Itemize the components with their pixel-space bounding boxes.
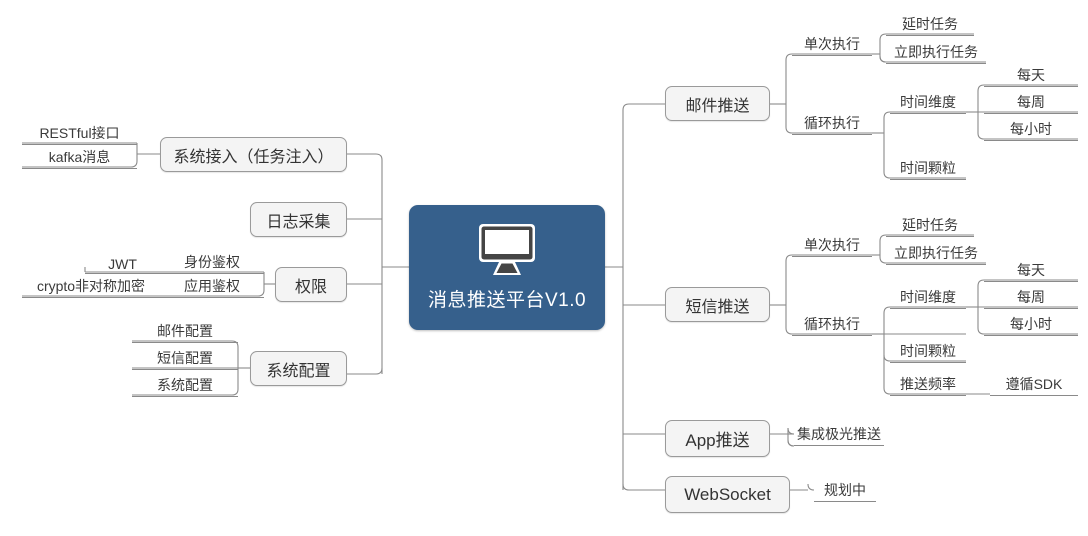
leaf-sms-weekly[interactable]: 每周 xyxy=(984,289,1078,309)
node-label: 邮件推送 xyxy=(685,97,750,115)
node-label: 短信推送 xyxy=(685,298,750,316)
leaf-sms-immediate-task[interactable]: 立即执行任务 xyxy=(886,245,986,265)
leaf-system-config[interactable]: 系统配置 xyxy=(132,377,238,397)
leaf-label: 单次执行 xyxy=(804,36,860,52)
leaf-sms-hourly[interactable]: 每小时 xyxy=(984,316,1078,336)
leaf-label: 延时任务 xyxy=(902,16,958,32)
root-label: 消息推送平台V1.0 xyxy=(427,290,587,311)
leaf-label: crypto非对称加密 xyxy=(36,278,146,294)
leaf-email-delay-task[interactable]: 延时任务 xyxy=(886,16,974,36)
leaf-email-weekly[interactable]: 每周 xyxy=(984,94,1078,114)
node-label: App推送 xyxy=(685,431,750,450)
leaf-label: kafka消息 xyxy=(48,149,111,165)
leaf-label: 循环执行 xyxy=(804,115,860,131)
leaf-label: 时间颗粒 xyxy=(900,343,956,359)
leaf-label: 系统配置 xyxy=(157,377,213,393)
monitor-icon xyxy=(479,224,535,275)
leaf-label: 时间维度 xyxy=(900,94,956,110)
leaf-label: 每周 xyxy=(1017,94,1045,110)
leaf-email-single-exec[interactable]: 单次执行 xyxy=(792,36,872,56)
leaf-jiguang-integration[interactable]: 集成极光推送 xyxy=(794,426,884,446)
node-system-access[interactable]: 系统接入（任务注入） xyxy=(160,137,347,172)
leaf-label: 循环执行 xyxy=(804,316,860,332)
leaf-label: 立即执行任务 xyxy=(894,245,978,261)
leaf-email-immediate-task[interactable]: 立即执行任务 xyxy=(886,44,986,64)
node-permission[interactable]: 权限 xyxy=(275,267,347,302)
node-log-collection[interactable]: 日志采集 xyxy=(250,202,347,237)
leaf-sms-single-exec[interactable]: 单次执行 xyxy=(792,237,872,257)
leaf-label: 每小时 xyxy=(1010,316,1052,332)
leaf-label: 每天 xyxy=(1017,262,1045,278)
node-label: 系统接入（任务注入） xyxy=(173,148,334,166)
leaf-planned[interactable]: 规划中 xyxy=(814,482,876,502)
leaf-crypto-asymmetric[interactable]: crypto非对称加密 xyxy=(22,278,160,298)
leaf-label: JWT xyxy=(108,256,137,272)
leaf-sms-time-granularity[interactable]: 时间颗粒 xyxy=(890,343,966,363)
leaf-sms-config[interactable]: 短信配置 xyxy=(132,350,238,370)
leaf-label: 单次执行 xyxy=(804,237,860,253)
node-label: 权限 xyxy=(294,278,327,296)
leaf-mail-config[interactable]: 邮件配置 xyxy=(132,323,238,343)
node-websocket[interactable]: WebSocket xyxy=(665,476,790,513)
leaf-sms-follow-sdk[interactable]: 遵循SDK xyxy=(990,376,1078,396)
leaf-email-daily[interactable]: 每天 xyxy=(984,67,1078,87)
root-node[interactable]: 消息推送平台V1.0 xyxy=(409,205,605,330)
node-sms-push[interactable]: 短信推送 xyxy=(665,287,770,322)
leaf-sms-push-frequency[interactable]: 推送频率 xyxy=(890,376,966,396)
leaf-label: 遵循SDK xyxy=(1005,376,1063,392)
node-label: 日志采集 xyxy=(266,213,331,231)
leaf-jwt[interactable]: JWT xyxy=(85,256,160,274)
leaf-app-auth[interactable]: 应用鉴权 xyxy=(160,278,264,298)
node-system-config[interactable]: 系统配置 xyxy=(250,351,347,386)
leaf-label: 身份鉴权 xyxy=(184,254,240,270)
leaf-label: 立即执行任务 xyxy=(894,44,978,60)
leaf-label: 推送频率 xyxy=(900,376,956,392)
leaf-label: 时间维度 xyxy=(900,289,956,305)
leaf-email-loop-exec[interactable]: 循环执行 xyxy=(792,115,872,135)
leaf-sms-loop-exec[interactable]: 循环执行 xyxy=(792,316,872,336)
leaf-label: 集成极光推送 xyxy=(797,426,881,442)
leaf-sms-daily[interactable]: 每天 xyxy=(984,262,1078,282)
node-label: WebSocket xyxy=(684,484,771,504)
leaf-label: 每周 xyxy=(1017,289,1045,305)
leaf-kafka-message[interactable]: kafka消息 xyxy=(22,149,137,169)
leaf-restful-api[interactable]: RESTful接口 xyxy=(22,125,137,145)
leaf-email-hourly[interactable]: 每小时 xyxy=(984,121,1078,141)
leaf-sms-time-dimension[interactable]: 时间维度 xyxy=(890,289,966,309)
leaf-email-time-granularity[interactable]: 时间颗粒 xyxy=(890,160,966,180)
node-app-push[interactable]: App推送 xyxy=(665,420,770,457)
leaf-label: 短信配置 xyxy=(157,350,213,366)
leaf-label: 邮件配置 xyxy=(157,323,213,339)
node-label: 系统配置 xyxy=(266,362,331,380)
leaf-label: RESTful接口 xyxy=(39,125,120,141)
leaf-label: 应用鉴权 xyxy=(184,278,240,294)
leaf-identity-auth[interactable]: 身份鉴权 xyxy=(160,254,264,274)
leaf-email-time-dimension[interactable]: 时间维度 xyxy=(890,94,966,114)
leaf-label: 每小时 xyxy=(1010,121,1052,137)
leaf-label: 延时任务 xyxy=(902,217,958,233)
leaf-label: 时间颗粒 xyxy=(900,160,956,176)
node-email-push[interactable]: 邮件推送 xyxy=(665,86,770,121)
leaf-sms-delay-task[interactable]: 延时任务 xyxy=(886,217,974,237)
leaf-label: 规划中 xyxy=(824,482,866,498)
leaf-label: 每天 xyxy=(1017,67,1045,83)
